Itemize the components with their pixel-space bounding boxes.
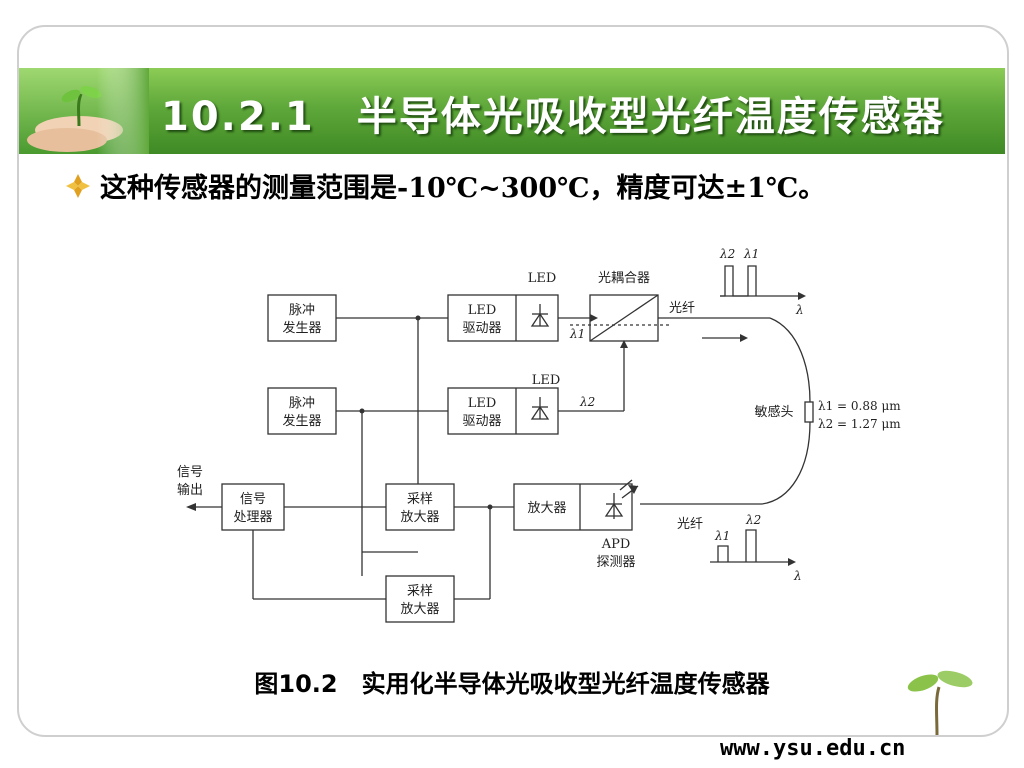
led-driver-2-line1: LED <box>468 396 497 411</box>
sensor-block-diagram: 脉冲 发生器 脉冲 发生器 LED 驱动器 LED 驱动器 LED LED 光耦… <box>177 247 901 623</box>
spectrum-bottom-lambda2: λ2 <box>745 513 761 527</box>
diamond-bullet-icon <box>66 174 90 198</box>
led-driver-1-line1: LED <box>468 303 497 318</box>
signal-processor-line1: 信号 <box>240 492 266 507</box>
apd-label-line1: APD <box>601 537 631 552</box>
apd-label-line2: 探测器 <box>596 555 635 570</box>
spectrum-top-lambda2: λ2 <box>719 247 735 261</box>
pulse-generator-2-line1: 脉冲 <box>289 396 315 411</box>
sample-amplifier-2-line1: 采样 <box>407 584 433 599</box>
led-driver-1-line2: 驱动器 <box>462 321 501 336</box>
lambda1-coupler-label: λ1 <box>569 327 585 341</box>
led-driver-2-line2: 驱动器 <box>462 414 501 429</box>
lambda1-value: λ1 = 0.88 μm <box>818 399 901 413</box>
seedling-icon <box>907 670 973 735</box>
hands-with-seedling-photo <box>19 68 149 154</box>
spectrum-top-axis-lambda: λ <box>795 303 804 317</box>
pulse-generator-1-line1: 脉冲 <box>289 303 315 318</box>
figure-caption: 图10.2 实用化半导体光吸收型光纤温度传感器 <box>254 670 770 698</box>
optical-coupler-label: 光耦合器 <box>598 271 650 286</box>
amplifier-label: 放大器 <box>527 501 566 516</box>
sensor-head <box>804 401 814 423</box>
lambda2-led-label: λ2 <box>579 395 595 409</box>
signal-output-line1: 信号 <box>177 465 203 480</box>
fiber-top-label: 光纤 <box>669 301 695 316</box>
sensor-head-label: 敏感头 <box>754 404 793 420</box>
website-url: www.ysu.edu.cn <box>720 736 906 761</box>
led-label-1: LED <box>528 271 557 286</box>
lambda2-value: λ2 = 1.27 μm <box>818 417 901 431</box>
spectrum-top-lambda1: λ1 <box>743 247 759 261</box>
pulse-generator-1-line2: 发生器 <box>282 320 321 336</box>
spectrum-bottom-lambda1: λ1 <box>714 529 730 543</box>
led-label-2: LED <box>532 373 561 388</box>
sample-amplifier-2-line2: 放大器 <box>400 602 439 617</box>
sample-amplifier-1-line1: 采样 <box>407 492 433 507</box>
bullet-text: 这种传感器的测量范围是-10℃~300℃，精度可达±1℃。 <box>100 173 826 204</box>
pulse-generator-2-line2: 发生器 <box>282 413 321 429</box>
fiber-bottom-label: 光纤 <box>677 517 703 532</box>
sample-amplifier-1-line2: 放大器 <box>400 510 439 525</box>
spectrum-bottom-axis-lambda: λ <box>793 569 802 583</box>
signal-output-line2: 输出 <box>177 482 203 498</box>
title-bar: 10.2.1 半导体光吸收型光纤温度传感器 <box>19 68 1005 154</box>
page-title: 10.2.1 半导体光吸收型光纤温度传感器 <box>161 94 945 140</box>
signal-processor-line2: 处理器 <box>233 510 272 525</box>
